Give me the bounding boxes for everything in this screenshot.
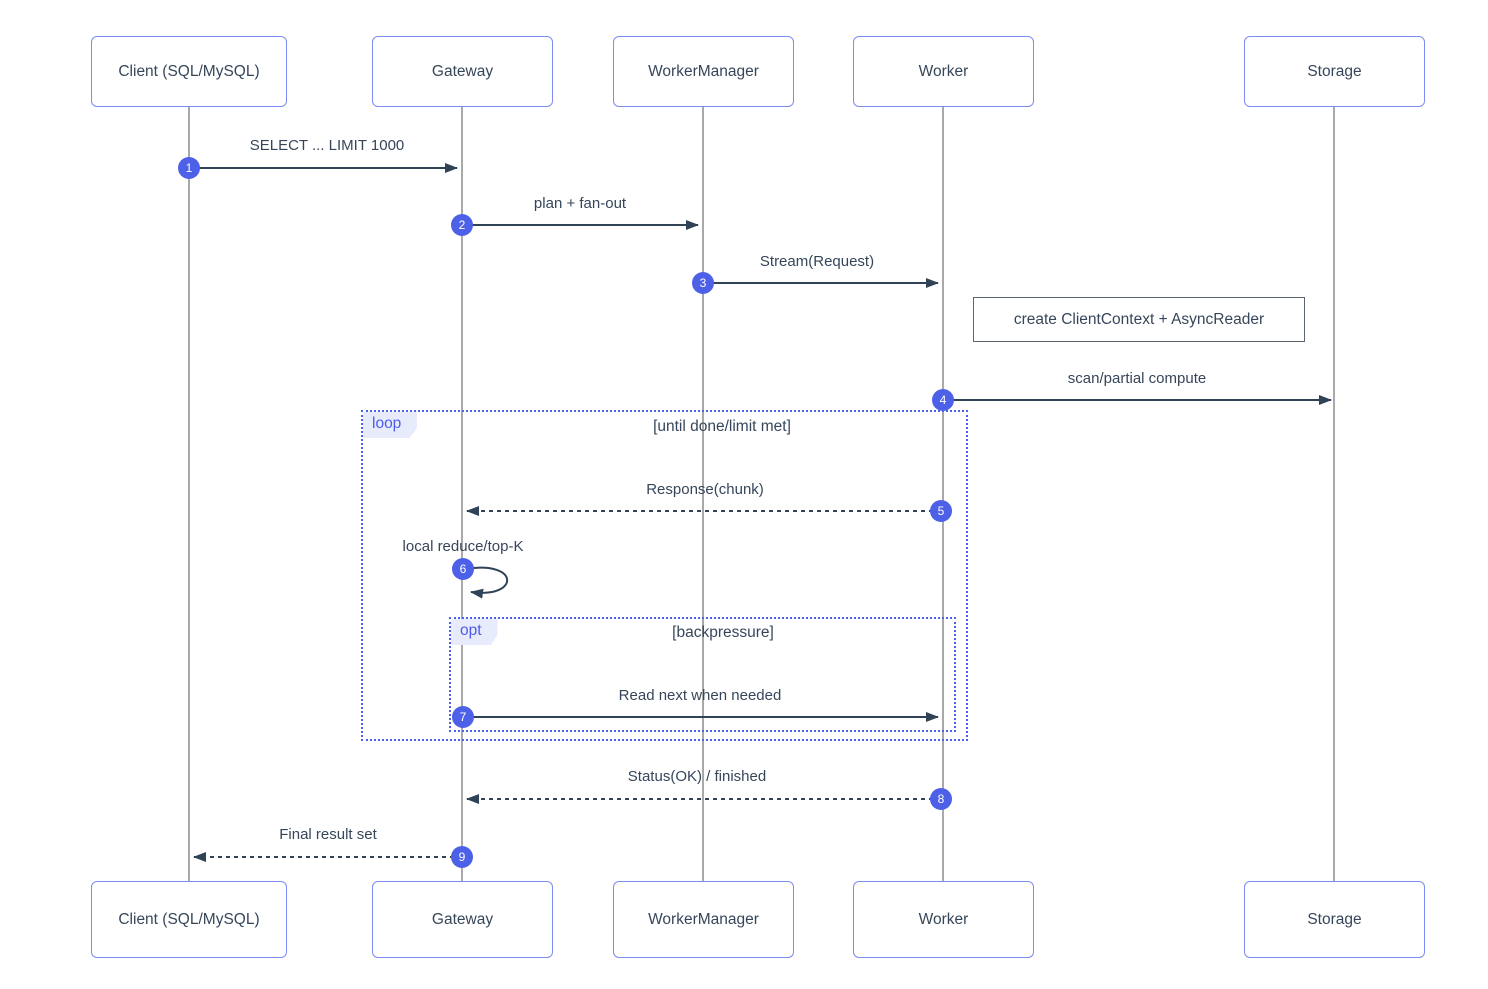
msg7-number-badge: 7 [452,706,474,728]
actor-label: WorkerManager [648,910,759,928]
msg3-label: Stream(Request) [759,253,875,270]
actor-worker-top: Worker [853,36,1034,107]
actor-workermanager-bottom: WorkerManager [613,881,794,958]
arrow-msg6-selfloop [465,566,509,599]
loop-frame-label: loop [363,412,418,438]
msg6-label: local reduce/top-K [402,538,524,555]
actor-gateway-top: Gateway [372,36,553,107]
lifeline-worker [942,107,944,881]
actor-label: Worker [918,62,969,80]
msg9-number-badge: 9 [451,846,473,868]
msg7-label: Read next when needed [618,687,782,704]
actor-client-bottom: Client (SQL/MySQL) [91,881,287,958]
loop-frame [361,410,968,741]
msg2-number-badge: 2 [451,214,473,236]
actor-gateway-bottom: Gateway [372,881,553,958]
actor-label: Gateway [431,910,494,928]
actor-client-top: Client (SQL/MySQL) [91,36,287,107]
lifeline-workermanager [702,107,704,881]
msg5-number-badge: 5 [930,500,952,522]
actor-label: WorkerManager [648,62,759,80]
opt-frame [449,617,956,732]
msg4-number-badge: 4 [932,389,954,411]
note-box: create ClientContext + AsyncReader [973,297,1305,342]
actor-workermanager-top: WorkerManager [613,36,794,107]
opt-frame-label: opt [451,619,498,645]
msg1-number-badge: 1 [178,157,200,179]
opt-frame-guard: [backpressure] [672,624,774,641]
lifeline-client [188,107,190,881]
msg4-label: scan/partial compute [1067,370,1207,387]
msg8-label: Status(OK) / finished [627,768,767,785]
lifeline-gateway [461,107,463,881]
msg3-number-badge: 3 [692,272,714,294]
lifeline-storage [1333,107,1335,881]
actor-label: Client (SQL/MySQL) [118,62,260,80]
actor-label: Gateway [431,62,494,80]
actor-label: Storage [1307,910,1362,928]
msg1-label: SELECT ... LIMIT 1000 [249,137,405,154]
actor-worker-bottom: Worker [853,881,1034,958]
actor-label: Client (SQL/MySQL) [118,910,260,928]
msg5-label: Response(chunk) [646,481,764,498]
msg8-number-badge: 8 [930,788,952,810]
actor-storage-bottom: Storage [1244,881,1425,958]
note-text: create ClientContext + AsyncReader [1013,310,1265,328]
msg6-number-badge: 6 [452,558,474,580]
msg2-label: plan + fan-out [533,195,627,212]
actor-storage-top: Storage [1244,36,1425,107]
loop-frame-guard: [until done/limit met] [653,418,791,435]
msg9-label: Final result set [279,826,377,843]
actor-label: Storage [1307,62,1362,80]
actor-label: Worker [918,910,969,928]
